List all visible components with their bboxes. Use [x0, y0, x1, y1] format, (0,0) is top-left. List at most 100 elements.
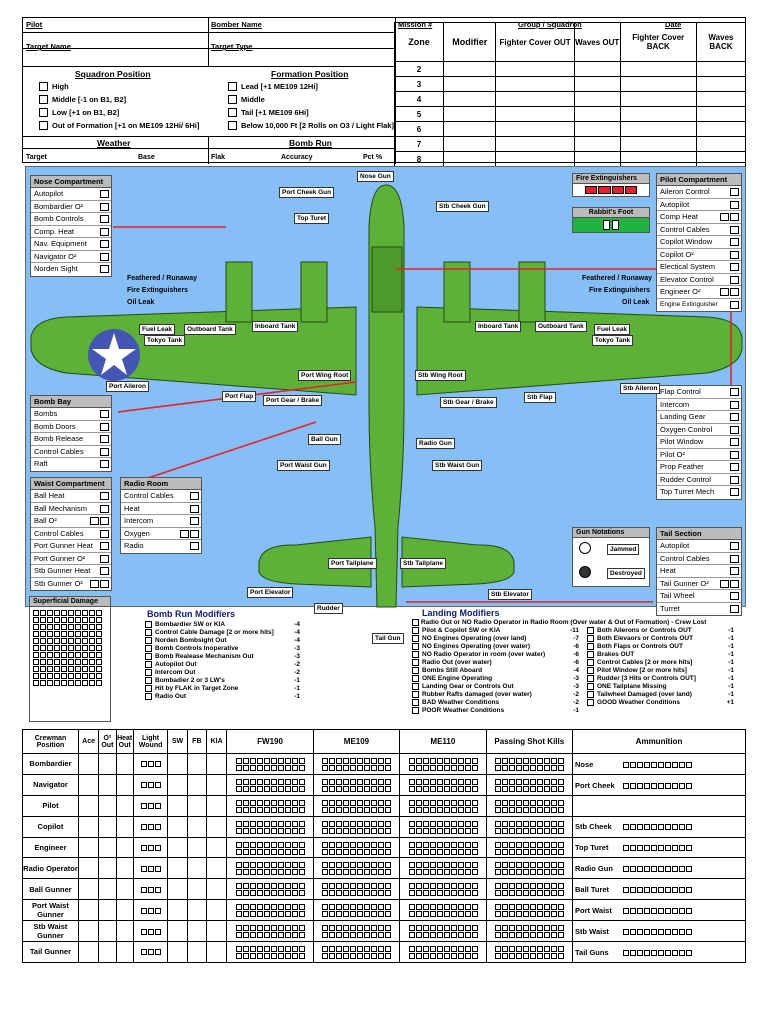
kill-boxes[interactable]	[312, 920, 401, 943]
kill-boxes[interactable]	[226, 920, 314, 943]
landing-modifier[interactable]: POOR Weather Conditions-1	[412, 707, 587, 715]
light-wound-boxes[interactable]	[132, 815, 169, 838]
waist-item[interactable]: Port Gunner Heat	[31, 540, 111, 553]
kill-boxes[interactable]	[399, 773, 487, 796]
tail-item[interactable]: Tail Gunner O²	[657, 578, 741, 590]
kill-boxes[interactable]	[399, 899, 487, 922]
pilot-item[interactable]: Pilot Window	[657, 436, 741, 449]
bomb-run-modifier[interactable]: Bombardier SW or KIA-4	[145, 621, 300, 629]
kill-boxes[interactable]	[485, 899, 574, 922]
waist-item[interactable]: Stb Gunner O²	[31, 578, 111, 591]
pilot-item[interactable]: Aileron Control	[657, 186, 741, 199]
kill-boxes[interactable]	[485, 753, 574, 775]
light-wound-boxes[interactable]	[132, 899, 169, 922]
kill-boxes[interactable]	[399, 920, 487, 943]
landing-modifier[interactable]: Control Cables [2 or more hits]-1	[587, 659, 742, 667]
bomb-run-modifier[interactable]: Bombadier 2 or 3 LW's-1	[145, 677, 300, 685]
kill-boxes[interactable]	[226, 941, 314, 963]
pilot-item[interactable]: Top Turret Mech	[657, 486, 741, 499]
squadron-high[interactable]: High	[39, 82, 69, 91]
ammunition-cell[interactable]: Port Cheek	[572, 773, 746, 796]
kill-boxes[interactable]	[485, 941, 574, 963]
pilot-item[interactable]: Engine Extinguisher	[657, 299, 741, 312]
landing-modifier[interactable]: ONE Tailplane Missing-1	[587, 683, 742, 691]
landing-modifier[interactable]: Bombs Still Aboard-4	[412, 667, 587, 675]
kill-boxes[interactable]	[399, 941, 487, 963]
radio-item[interactable]: Heat	[121, 503, 201, 515]
bomb-bay-item[interactable]: Bomb Doors	[31, 421, 111, 433]
tail-item[interactable]: Autopilot	[657, 540, 741, 553]
pilot-item[interactable]: Control Cables	[657, 224, 741, 236]
kill-boxes[interactable]	[485, 857, 574, 880]
light-wound-boxes[interactable]	[132, 773, 169, 796]
waist-item[interactable]: Control Cables	[31, 528, 111, 540]
bomb-bay-item[interactable]: Control Cables	[31, 446, 111, 458]
formation-middle[interactable]: Middle	[228, 95, 265, 104]
tail-item[interactable]: Control Cables	[657, 553, 741, 565]
kill-boxes[interactable]	[485, 836, 574, 859]
squadron-out[interactable]: Out of Formation [+1 on ME109 12Hi/ 6Hi]	[39, 121, 199, 130]
light-wound-boxes[interactable]	[132, 920, 169, 943]
kill-boxes[interactable]	[226, 794, 314, 817]
kill-boxes[interactable]	[312, 899, 401, 922]
pilot-item[interactable]: Engineer O²	[657, 286, 741, 299]
ammunition-cell[interactable]: Port Waist	[572, 899, 746, 922]
formation-below[interactable]: Below 10,000 Ft [2 Rolls on O3 / Light F…	[228, 121, 394, 130]
tail-item[interactable]: Heat	[657, 565, 741, 578]
pilot-item[interactable]: Autopilot	[657, 199, 741, 211]
pilot-field[interactable]: Pilot	[26, 20, 43, 29]
landing-modifier[interactable]: NO Engines Operating (over water)-6	[412, 643, 587, 651]
bomb-run-modifier[interactable]: Norden Bombsight Out-4	[145, 637, 300, 645]
kill-boxes[interactable]	[399, 753, 487, 775]
landing-modifier[interactable]: Rudder [3 Hits or Controls OUT]-1	[587, 675, 742, 683]
landing-modifier[interactable]: Landing Gear or Controls Out-3	[412, 683, 587, 691]
rabbits-foot-boxes[interactable]	[573, 218, 649, 232]
kill-boxes[interactable]	[399, 878, 487, 901]
kill-boxes[interactable]	[485, 920, 574, 943]
landing-modifier[interactable]: Brakes OUT-1	[587, 651, 742, 659]
ammunition-cell[interactable]: Stb Waist	[572, 920, 746, 943]
kill-boxes[interactable]	[312, 753, 401, 775]
bomb-run-modifier[interactable]: Radio Out-1	[145, 693, 300, 701]
pilot-item[interactable]: Landing Gear	[657, 411, 741, 424]
nose-item[interactable]: Navigator O²	[31, 251, 111, 263]
pilot-item[interactable]: Rudder Control	[657, 474, 741, 486]
nose-item[interactable]: Autopilot	[31, 188, 111, 201]
squadron-middle[interactable]: Middle [-1 on B1, B2]	[39, 95, 126, 104]
superficial-damage-boxes[interactable]	[30, 607, 110, 688]
waist-item[interactable]: Ball Mechanism	[31, 503, 111, 515]
kill-boxes[interactable]	[399, 857, 487, 880]
pilot-item[interactable]: Electical System	[657, 261, 741, 274]
kill-boxes[interactable]	[226, 899, 314, 922]
formation-tail[interactable]: Tail [+1 ME109 6Hi]	[228, 108, 309, 117]
ammunition-cell[interactable]: Tail Guns	[572, 941, 746, 963]
nose-item[interactable]: Nav. Equipment	[31, 238, 111, 251]
pilot-item[interactable]: Copilot O²	[657, 249, 741, 261]
pilot-item[interactable]: Copilot Window	[657, 236, 741, 249]
radio-item[interactable]: Intercom	[121, 515, 201, 528]
kill-boxes[interactable]	[312, 836, 401, 859]
kill-boxes[interactable]	[312, 815, 401, 838]
nose-item[interactable]: Comp. Heat	[31, 226, 111, 238]
squadron-low[interactable]: Low [+1 on B1, B2]	[39, 108, 119, 117]
landing-modifier[interactable]: Rubber Rafts damaged (over water)-2	[412, 691, 587, 699]
pilot-item[interactable]: Elevator Control	[657, 274, 741, 286]
bomb-run-modifier[interactable]: Bomb Controls Inoperative-3	[145, 645, 300, 653]
kill-boxes[interactable]	[226, 753, 314, 775]
kill-boxes[interactable]	[485, 773, 574, 796]
radio-item[interactable]: Radio	[121, 540, 201, 553]
kill-boxes[interactable]	[485, 878, 574, 901]
pilot-item[interactable]: Flap Control	[657, 386, 741, 399]
nose-item[interactable]: Norden Sight	[31, 263, 111, 276]
landing-modifier[interactable]: Pilot & Copilot SW or KIA-11	[412, 627, 587, 635]
formation-lead[interactable]: Lead [+1 ME109 12Hi]	[228, 82, 318, 91]
radio-item[interactable]: Oxygen	[121, 528, 201, 540]
ammunition-cell[interactable]: Nose	[572, 753, 746, 775]
bomb-run-modifier[interactable]: Intercom Out-2	[145, 669, 300, 677]
kill-boxes[interactable]	[485, 815, 574, 838]
landing-modifier[interactable]: Both Flaps or Controls OUT-1	[587, 643, 742, 651]
bomb-bay-item[interactable]: Raft	[31, 458, 111, 471]
nose-item[interactable]: Bomb Controls	[31, 213, 111, 226]
bomber-name-field[interactable]: Bomber Name	[211, 20, 262, 29]
ammunition-cell[interactable]: Ball Turet	[572, 878, 746, 901]
